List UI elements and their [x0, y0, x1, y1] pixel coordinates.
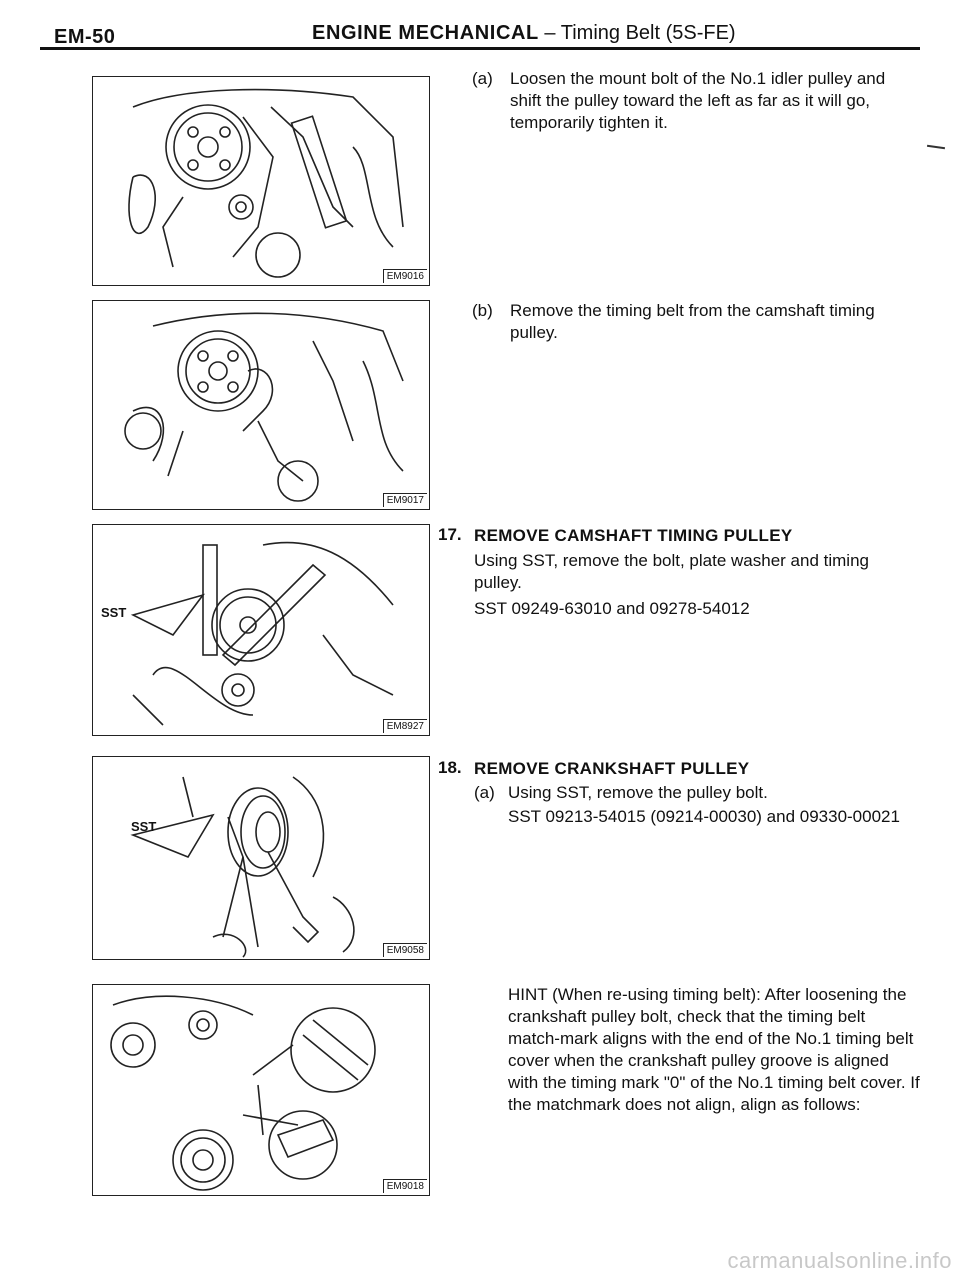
engine-illustration-5 [110, 995, 376, 1191]
figure-crankshaft-pulley-sst: SST EM9058 [92, 756, 430, 960]
page-id: EM-50 [54, 26, 116, 48]
section-title-bold: ENGINE MECHANICAL [312, 22, 539, 44]
figure-camshaft-pulley-sst: SST EM8927 [92, 524, 430, 736]
sst-callout: SST [131, 819, 157, 834]
sst-callout: SST [101, 605, 127, 620]
section-title-rest: – Timing Belt (5S-FE) [538, 22, 736, 44]
step-18-a-text: Using SST, remove the pulley bolt. [508, 783, 768, 802]
figure-timing-mark: EM9018 [92, 984, 430, 1196]
figure-label: EM8927 [382, 719, 427, 733]
margin-mark [926, 144, 946, 150]
engine-illustration-2 [124, 312, 404, 502]
step-17-number: 17. [438, 525, 462, 544]
step-b-text: Remove the timing belt from the camshaft… [510, 301, 875, 342]
step-17-title: REMOVE CAMSHAFT TIMING PULLEY [474, 526, 793, 545]
step-18-a-marker: (a) [474, 783, 495, 802]
figure-label: EM9058 [382, 943, 427, 957]
step-18-sst: SST 09213-54015 (09214-00030) and 09330-… [508, 807, 900, 826]
step-a-marker: (a) [472, 69, 493, 88]
figure-belt-removal: EM9017 [92, 300, 430, 510]
step-a-text: Loosen the mount bolt of the No.1 idler … [510, 69, 886, 132]
watermark: carmanualsonline.info [727, 1248, 952, 1273]
figure-label: EM9016 [382, 269, 427, 283]
section-title: ENGINE MECHANICAL – Timing Belt (5S-FE) [312, 22, 736, 45]
header-rule [40, 47, 920, 50]
step-18-number: 18. [438, 758, 462, 777]
hint-text: HINT (When re-using timing belt): After … [508, 985, 920, 1114]
figure-label: EM9017 [382, 493, 427, 507]
engine-illustration-1 [128, 88, 404, 278]
figure-label: EM9018 [382, 1179, 427, 1193]
engine-illustration-4 [130, 776, 355, 958]
step-b-marker: (b) [472, 301, 493, 320]
engine-illustration-3 [130, 541, 394, 726]
step-17-sst: SST 09249-63010 and 09278-54012 [474, 599, 750, 618]
step-18-title: REMOVE CRANKSHAFT PULLEY [474, 759, 750, 778]
step-17-text: Using SST, remove the bolt, plate washer… [474, 551, 869, 592]
figure-idler-pulley: EM9016 [92, 76, 430, 286]
